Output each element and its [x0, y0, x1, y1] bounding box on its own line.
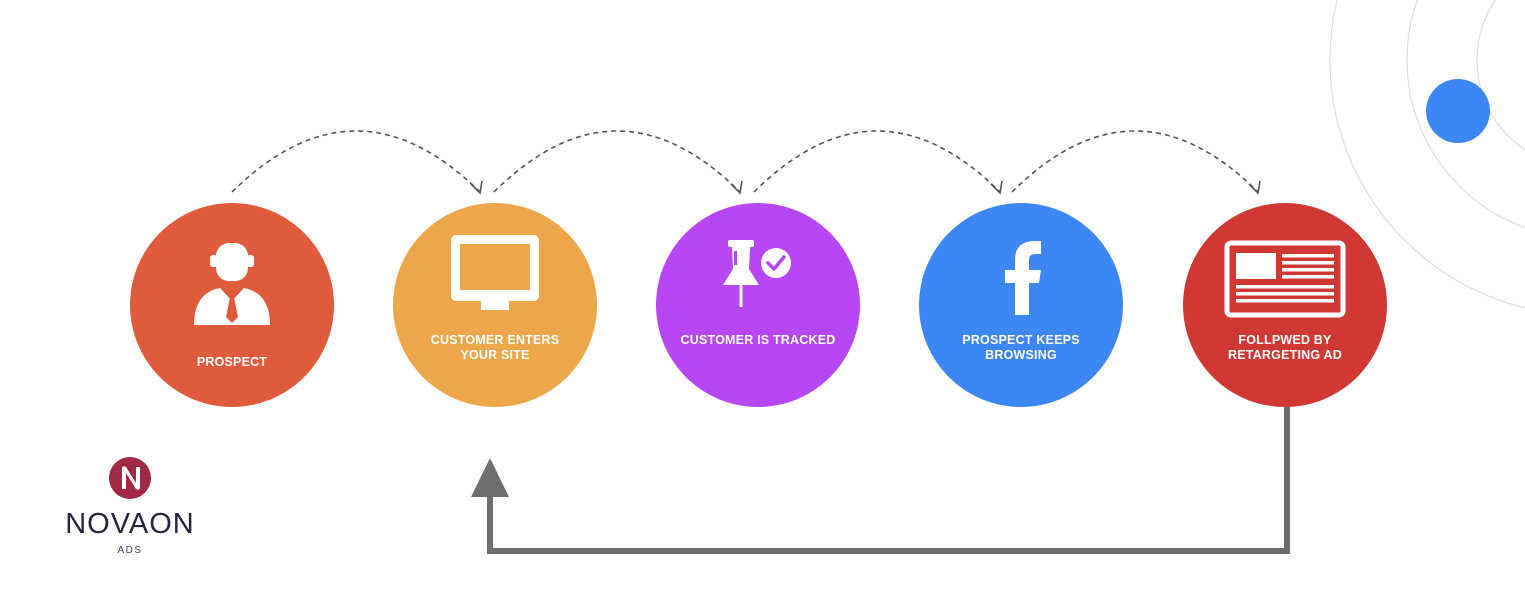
user-icon — [194, 243, 270, 325]
step-label: FOLLPWED BY RETARGETING AD — [1228, 333, 1342, 362]
step-label: PROSPECT — [196, 355, 268, 369]
step-customer-enters-site: CUSTOMER ENTERS YOUR SITE — [393, 203, 597, 407]
return-arrow-head — [471, 458, 509, 497]
step-prospect-keeps-browsing: PROSPECT KEEPS BROWSING — [919, 203, 1123, 407]
arc-head-1 — [470, 180, 483, 195]
logo-subtitle: ADS — [117, 545, 143, 556]
step-prospect: PROSPECT — [130, 203, 334, 407]
logo-wordmark: NOVAON — [65, 508, 195, 540]
step-label: CUSTOMER ENTERS YOUR SITE — [430, 333, 560, 362]
ad-icon — [1224, 240, 1346, 318]
arc-head-3 — [990, 180, 1003, 195]
facebook-icon — [1005, 241, 1041, 315]
novaon-logo: NOVAON ADS — [55, 455, 205, 565]
monitor-icon — [451, 235, 539, 310]
arc-head-2 — [730, 180, 743, 195]
pin-check-icon — [723, 240, 791, 307]
step-label: CUSTOMER IS TRACKED — [680, 333, 836, 347]
step-retargeting-ad: FOLLPWED BY RETARGETING AD — [1183, 203, 1387, 407]
step-label: PROSPECT KEEPS BROWSING — [962, 333, 1080, 362]
accent-dot — [1426, 79, 1490, 143]
step-customer-tracked: CUSTOMER IS TRACKED — [656, 203, 860, 407]
novaon-mark-icon — [109, 457, 151, 499]
arc-head-4 — [1248, 180, 1261, 195]
